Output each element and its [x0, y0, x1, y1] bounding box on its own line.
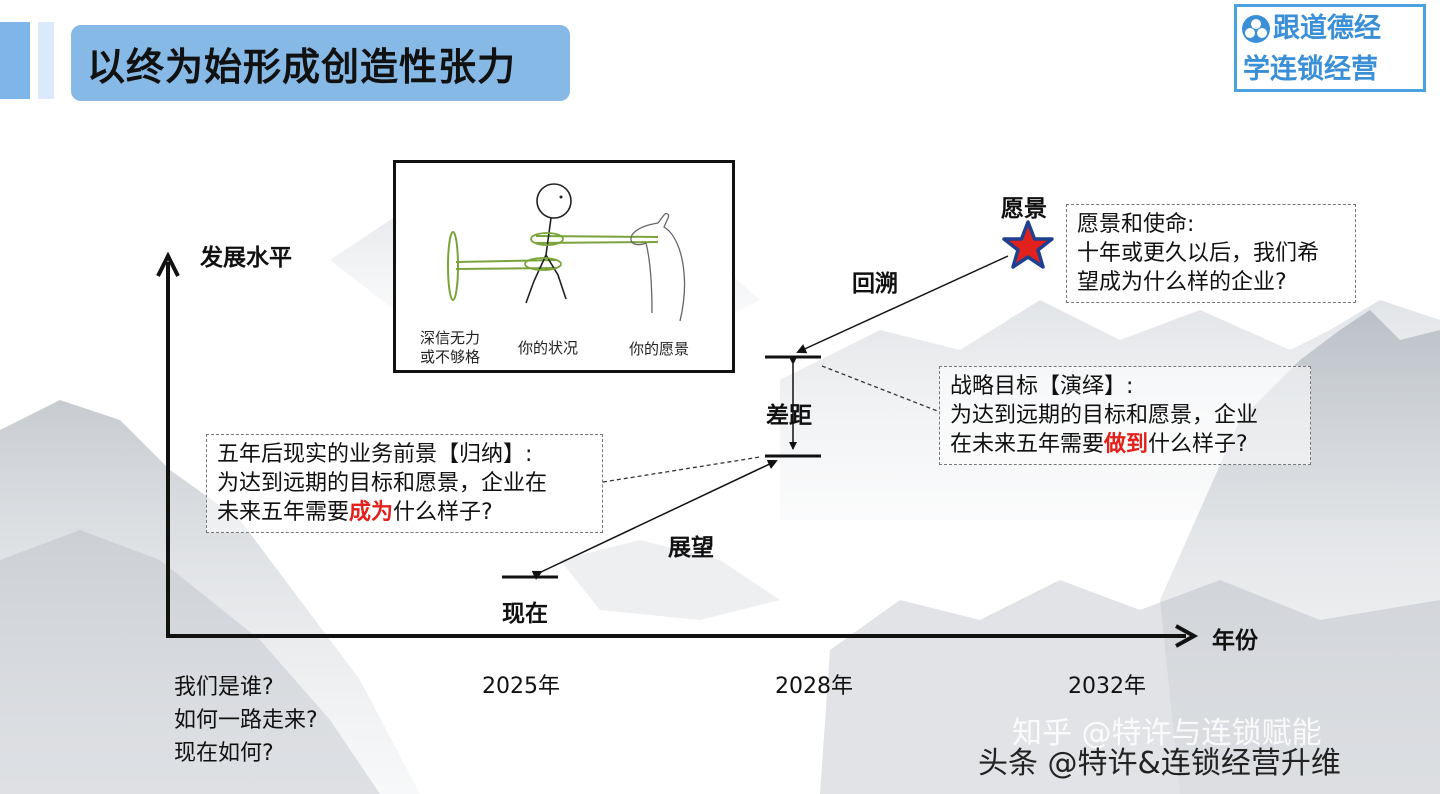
outlook-label: 展望 — [668, 535, 714, 561]
strategy-box-line-1: 为达到远期的目标和愿景，企业 — [950, 403, 1259, 428]
strategy-line-2-emphasis: 做到 — [1104, 432, 1149, 457]
business-box-line-1: 为达到远期的目标和愿景，企业在 — [217, 471, 548, 496]
business-connector — [602, 456, 761, 483]
x-axis-arrowhead — [1175, 624, 1199, 648]
outlook-arrow — [531, 459, 778, 580]
vision-box-line-2: 望成为什么样的企业? — [1077, 270, 1287, 295]
header-accent-bar — [0, 22, 30, 99]
page-title-text: 以终为始形成创造性张力 — [87, 44, 517, 89]
illustration-panel: 深信无力 或不够格 你的状况 你的愿景 — [393, 160, 735, 373]
strategy-line-2-post: 什么样子? — [1148, 432, 1248, 457]
business-box-line-2: 未来五年需要成为什么样子? — [217, 498, 592, 527]
strategy-goal-box: 战略目标【演绎】: 为达到远期的目标和愿景，企业 在未来五年需要做到什么样子? — [939, 366, 1311, 465]
caption-left-1: 深信无力 — [420, 329, 481, 347]
backtrack-label: 回溯 — [852, 271, 898, 297]
vision-box-title: 愿景和使命: — [1077, 212, 1195, 237]
caption-right: 你的愿景 — [629, 340, 690, 358]
brand-logo: 跟道德经 学连锁经营 — [1234, 4, 1426, 92]
origin-question-2: 如何一路走来? — [174, 708, 318, 733]
watermark-zhihu: 知乎 @特许与连锁赋能 — [1012, 716, 1322, 751]
strategy-line-2-pre: 在未来五年需要 — [950, 432, 1105, 457]
rubber-band-illustration-icon — [447, 183, 686, 322]
vision-box-line-1: 十年或更久以后，我们希 — [1077, 241, 1320, 266]
backtrack-arrow — [796, 255, 1009, 354]
business-line-2-post: 什么样子? — [393, 500, 493, 525]
y-axis-label: 发展水平 — [200, 245, 292, 271]
year-label-2032: 2032年 — [1068, 674, 1146, 699]
x-axis-label: 年份 — [1212, 628, 1258, 654]
strategy-connector — [821, 365, 941, 413]
business-outlook-box: 五年后现实的业务前景【归纳】: 为达到远期的目标和愿景，企业在 未来五年需要成为… — [206, 434, 603, 533]
watermark-toutiao: 头条 @特许&连锁经营升维 — [978, 746, 1341, 781]
strategy-box-line-2: 在未来五年需要做到什么样子? — [950, 430, 1300, 459]
business-box-title: 五年后现实的业务前景【归纳】: — [217, 442, 533, 467]
caption-left-2: 或不够格 — [420, 348, 481, 366]
year-label-2025: 2025年 — [482, 674, 560, 699]
logo-line-1: 跟道德经 — [1273, 13, 1381, 44]
origin-question-1: 我们是谁? — [174, 675, 274, 700]
caption-middle: 你的状况 — [518, 339, 579, 357]
strategy-box-title: 战略目标【演绎】: — [950, 374, 1134, 399]
origin-question-3: 现在如何? — [174, 741, 274, 766]
year-label-2028: 2028年 — [775, 674, 853, 699]
header-accent-bar-light — [38, 22, 54, 99]
vision-mission-box: 愿景和使命: 十年或更久以后，我们希 望成为什么样的企业? — [1066, 204, 1356, 303]
logo-line-2: 学连锁经营 — [1243, 54, 1378, 85]
vision-label: 愿景 — [1001, 196, 1047, 222]
gap-label: 差距 — [766, 403, 812, 429]
page-title: 以终为始形成创造性张力 — [71, 25, 570, 101]
business-line-2-emphasis: 成为 — [349, 500, 394, 525]
business-line-2-pre: 未来五年需要 — [217, 500, 350, 525]
vision-star-icon — [1002, 220, 1054, 269]
now-label: 现在 — [502, 601, 548, 627]
logo-emblem-icon — [1242, 15, 1270, 43]
y-axis-arrowhead — [156, 251, 180, 277]
